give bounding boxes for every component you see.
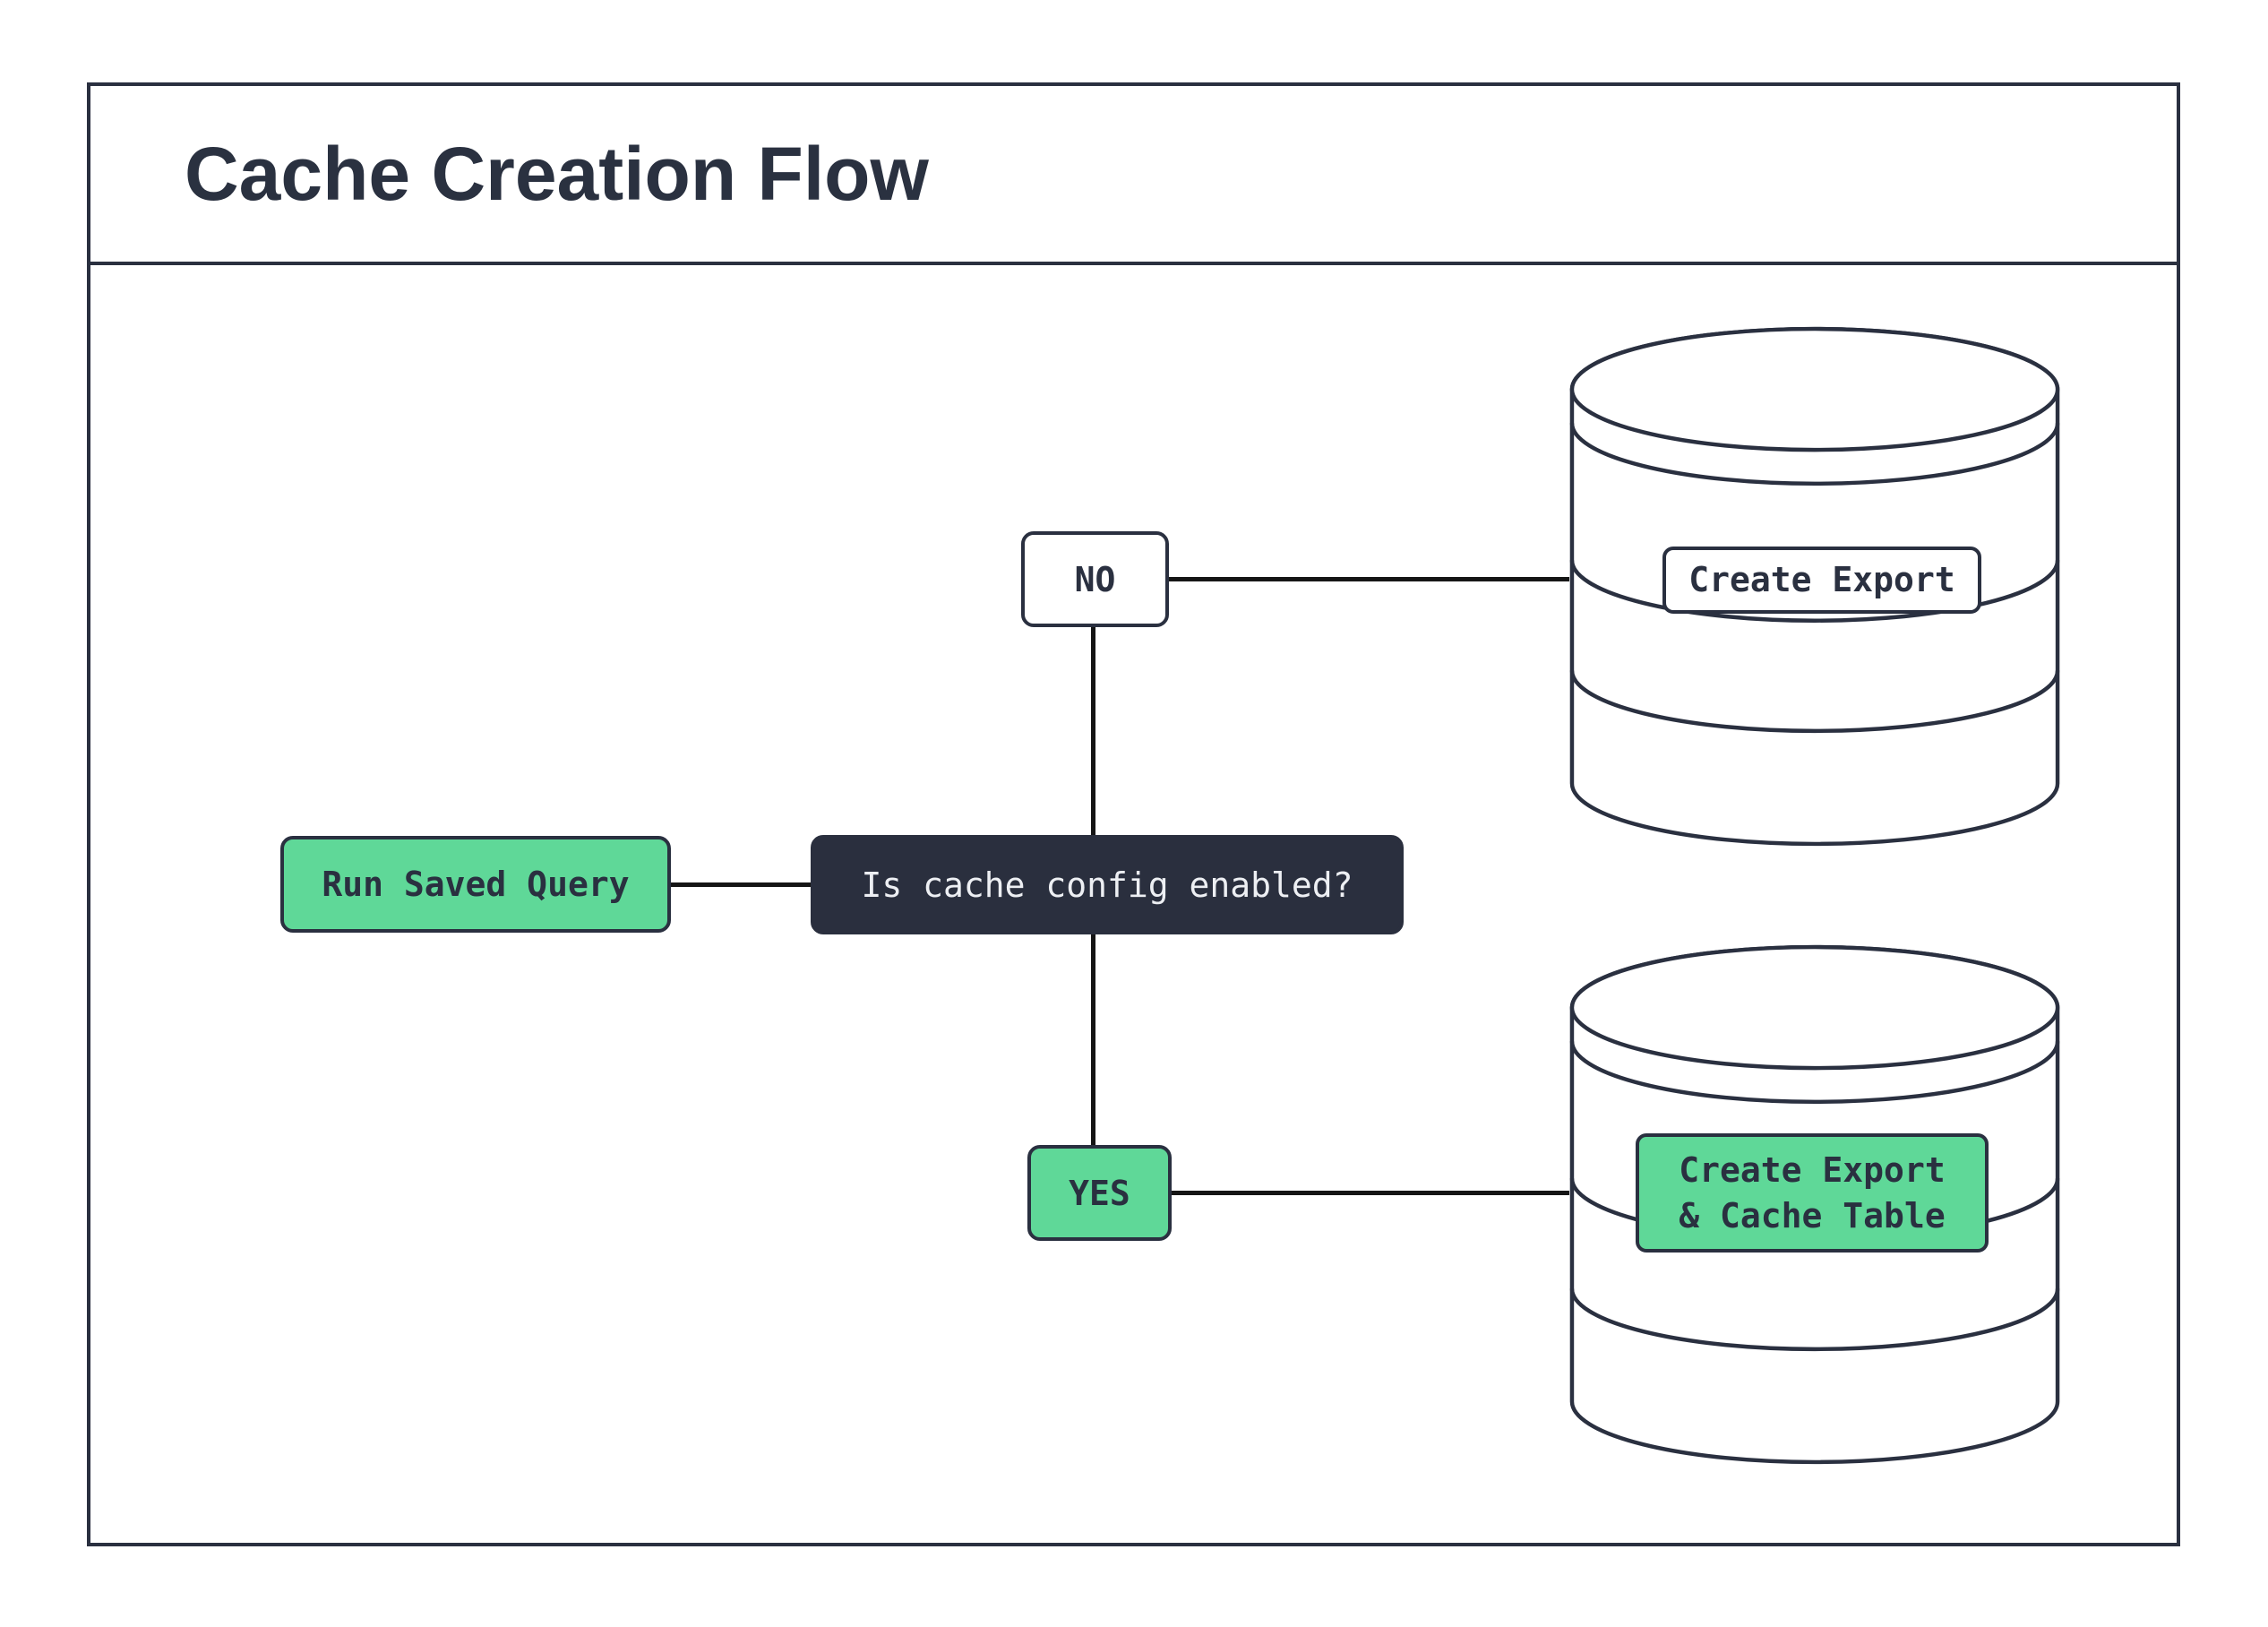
node-run-saved-query: Run Saved Query [280,836,671,933]
run-saved-query-text: Run Saved Query [322,865,630,904]
edge-no-to-question [1091,627,1095,835]
create-export-cache-line2: & Cache Table [1679,1195,1946,1235]
no-text: NO [1074,559,1116,599]
create-export-cache-table-label: Create Export & Cache Table [1636,1133,1989,1253]
create-export-label: Create Export [1662,547,1981,614]
edge-question-to-yes [1091,934,1095,1145]
create-export-text: Create Export [1688,560,1955,600]
node-cache-config-question: Is cache config enabled? [811,835,1404,934]
node-yes: YES [1027,1145,1172,1241]
node-no: NO [1021,531,1169,627]
edge-yes-to-database [1172,1191,1569,1195]
create-export-cache-line1: Create Export [1679,1150,1946,1191]
yes-text: YES [1069,1173,1130,1213]
edge-start-to-question [671,882,811,887]
cache-config-question-text: Is cache config enabled? [861,865,1353,905]
title-bar: Cache Creation Flow [90,86,2177,265]
diagram-title: Cache Creation Flow [185,131,929,216]
edge-no-to-database [1169,577,1569,581]
